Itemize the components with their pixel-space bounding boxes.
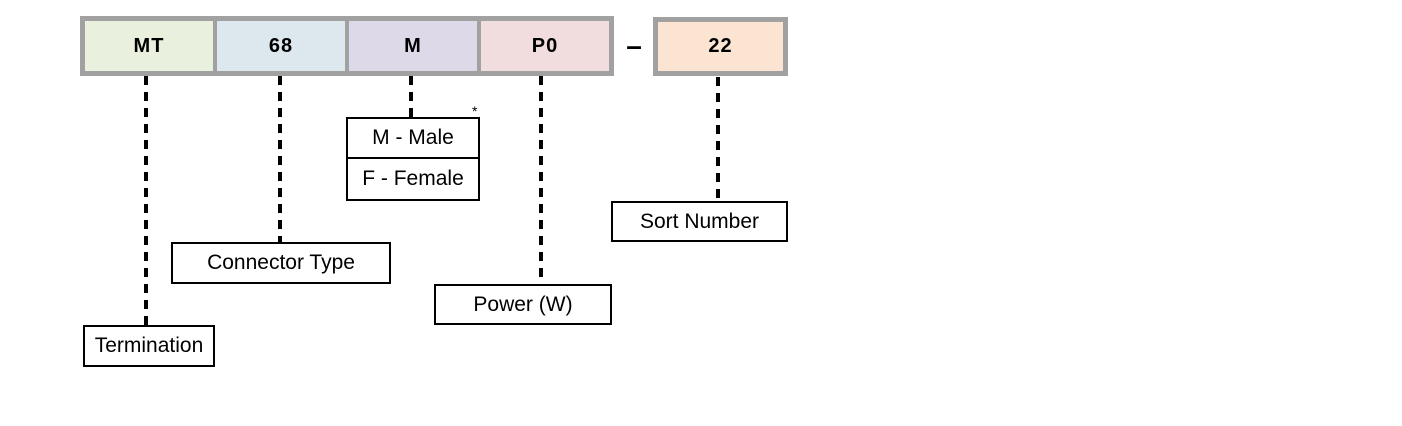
part-code-strip: MT 68 M P0 — [80, 16, 614, 76]
connector-line-sort-number — [716, 77, 720, 201]
code-separator-dash: – — [626, 30, 642, 61]
code-segment-sort-number: 22 — [653, 17, 788, 76]
code-segment-termination: MT — [83, 19, 215, 73]
label-connector-type: Connector Type — [171, 242, 391, 284]
connector-line-power — [539, 76, 543, 284]
footnote-marker: * — [472, 103, 478, 119]
gender-legend: M - Male F - Female — [346, 117, 480, 201]
label-power: Power (W) — [434, 284, 612, 325]
label-termination: Termination — [83, 325, 215, 367]
label-sort-number: Sort Number — [611, 201, 788, 242]
label-male: M - Male — [346, 117, 480, 159]
connector-line-termination — [144, 76, 148, 325]
connector-line-gender — [409, 76, 413, 117]
label-female: F - Female — [346, 157, 480, 201]
code-segment-connector-type: 68 — [215, 19, 347, 73]
connector-line-connector-type — [278, 76, 282, 242]
code-segment-power: P0 — [479, 19, 611, 73]
code-segment-gender: M — [347, 19, 479, 73]
